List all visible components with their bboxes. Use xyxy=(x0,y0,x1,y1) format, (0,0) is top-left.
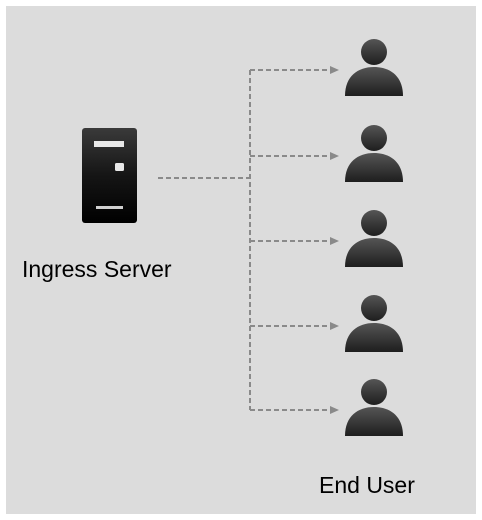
connector-lines xyxy=(158,66,339,414)
server-icon xyxy=(82,128,137,223)
user-icon xyxy=(345,210,403,267)
end-user-label: End User xyxy=(319,472,415,498)
user-icon xyxy=(345,39,403,96)
user-icon xyxy=(345,125,403,182)
user-icon xyxy=(345,379,403,436)
user-icon xyxy=(345,295,403,352)
server-label: Ingress Server xyxy=(22,256,172,282)
